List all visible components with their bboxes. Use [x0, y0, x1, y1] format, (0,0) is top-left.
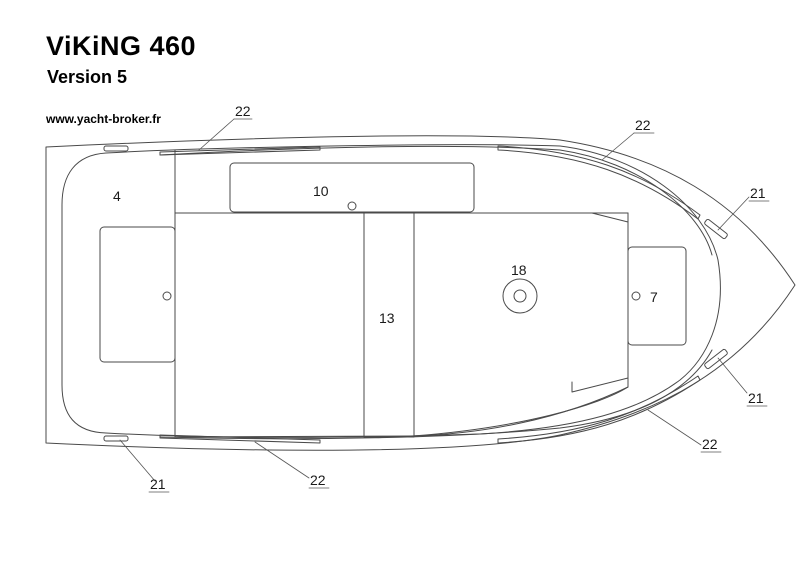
- rub-strip-top-stern: [159, 146, 321, 156]
- hull-outline: [45, 135, 796, 451]
- leader-21-bottom-stern: [119, 439, 156, 482]
- callout-22-top-right: 22: [635, 117, 651, 133]
- cleat-bow-bottom: [704, 348, 728, 370]
- seat-base-inner: [513, 289, 527, 303]
- cleat-stern-bottom: [103, 435, 129, 442]
- diagram-version: Version 5: [47, 67, 128, 87]
- callout-leaders: [119, 118, 750, 482]
- stern-locker-knob: [162, 291, 172, 301]
- callout-underlines: [148, 118, 770, 493]
- cockpit-frame: [174, 212, 629, 438]
- callout-22-top-left: 22: [235, 103, 251, 119]
- rub-strip-bottom-stern: [159, 434, 321, 444]
- side-console: [229, 162, 475, 213]
- bow-wedge-top: [591, 212, 629, 223]
- bow-locker-knob: [631, 291, 641, 301]
- diagram-title: ViKiNG 460: [46, 31, 197, 61]
- leader-22-bottom-left: [254, 441, 310, 479]
- console-knob: [347, 201, 357, 211]
- cleat-bow-top: [704, 218, 728, 240]
- cleat-stern-top: [103, 145, 129, 152]
- leader-21-top-bow: [717, 196, 750, 231]
- bow-locker-lid: [627, 246, 687, 346]
- bench-seat: [363, 212, 415, 438]
- rub-strips: [159, 145, 701, 444]
- rub-strip-bottom-bow: [497, 375, 701, 444]
- label-side-console: 10: [313, 183, 329, 199]
- seat-base-outer: [502, 278, 538, 314]
- label-seat-base: 18: [511, 262, 527, 278]
- bow-wedge-bottom: [571, 377, 629, 393]
- callout-21-top-bow: 21: [750, 185, 766, 201]
- leader-22-top-right: [601, 132, 635, 161]
- callout-21-bottom-bow: 21: [748, 390, 764, 406]
- callout-22-bottom-right: 22: [702, 436, 718, 452]
- callout-22-bottom-left: 22: [310, 472, 326, 488]
- label-bow-locker: 7: [650, 289, 658, 305]
- rub-strip-top-bow: [497, 145, 701, 220]
- cockpit-bow-curve: [412, 386, 629, 437]
- website-link: www.yacht-broker.fr: [46, 112, 161, 126]
- leader-22-top-left: [198, 118, 235, 151]
- callout-21-bottom-stern: 21: [150, 476, 166, 492]
- gunwale-inner-line: [61, 144, 721, 438]
- label-stern-locker: 4: [113, 188, 121, 204]
- gunwale-rub-line-lower: [159, 349, 713, 440]
- leader-21-bottom-bow: [717, 357, 748, 394]
- stern-locker-lid: [99, 226, 176, 363]
- label-bench-seat: 13: [379, 310, 395, 326]
- leader-22-bottom-right: [647, 409, 702, 446]
